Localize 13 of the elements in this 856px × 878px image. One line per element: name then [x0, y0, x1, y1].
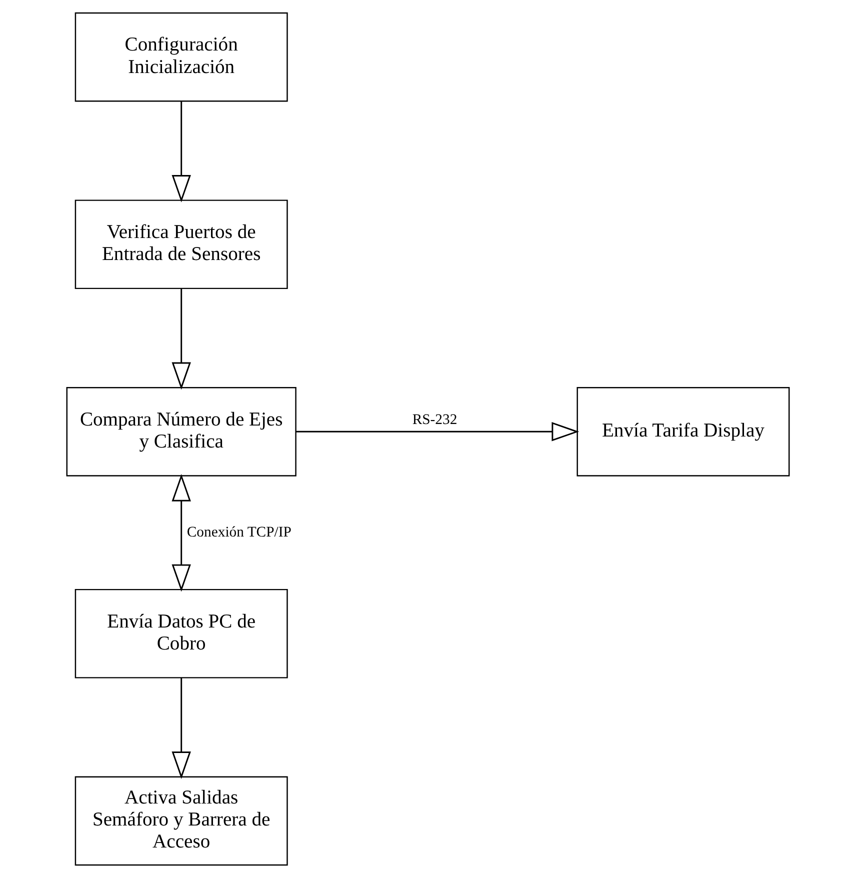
- arrow: [172, 474, 191, 592]
- arrow: [296, 422, 580, 442]
- arrow: [172, 101, 191, 202]
- node-box: Activa Salidas Semáforo y Barrera de Acceso: [74, 776, 288, 866]
- node-box: Envía Tarifa Display: [576, 386, 790, 476]
- edge-label: RS-232: [412, 412, 458, 428]
- arrow: [172, 288, 191, 390]
- node-box: Configuración Inicialización: [74, 12, 288, 102]
- edge-label: Conexión TCP/IP: [186, 524, 291, 540]
- arrow: [172, 678, 191, 779]
- node-box: Compara Número de Ejes y Clasifica: [66, 386, 296, 476]
- node-box: Envía Datos PC de Cobro: [74, 588, 288, 678]
- node-box: Verifica Puertos de Entrada de Sensores: [74, 200, 288, 290]
